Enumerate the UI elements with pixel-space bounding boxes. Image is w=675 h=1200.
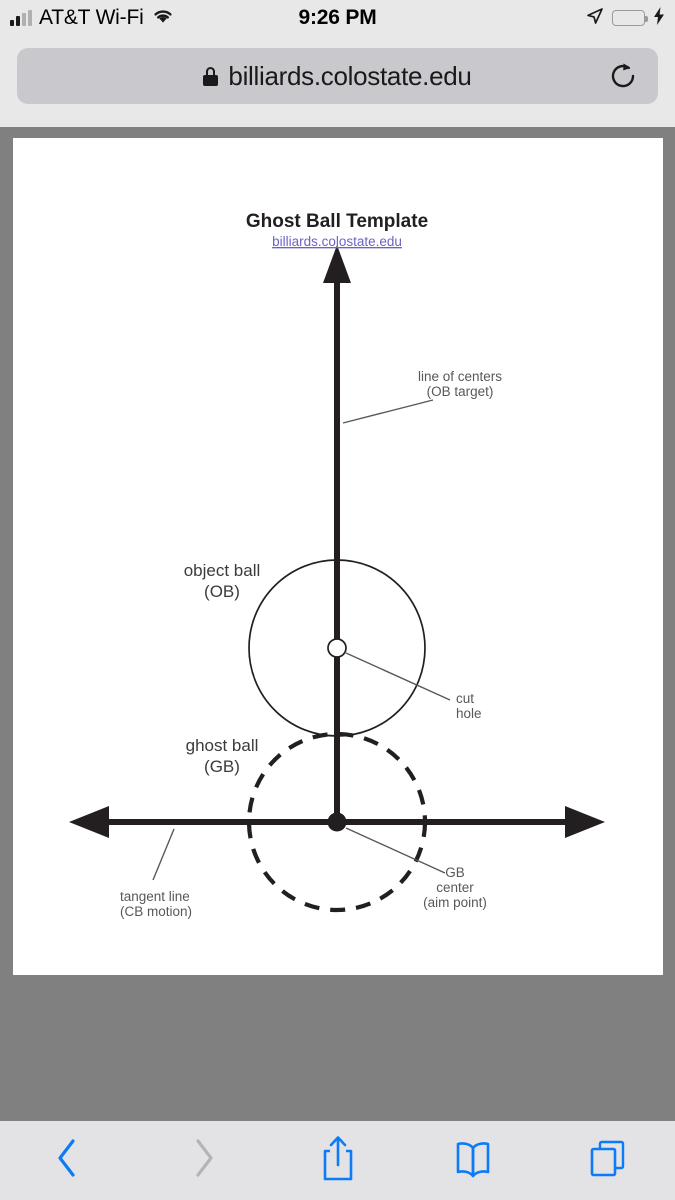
back-button[interactable] (0, 1121, 135, 1200)
web-page-viewport[interactable]: Ghost Ball Template billiards.colostate.… (0, 127, 675, 1121)
label-gb-center: GB center (aim point) (423, 865, 487, 910)
document-page: Ghost Ball Template billiards.colostate.… (13, 138, 663, 975)
label-line-of-centers-row1: line of centers (418, 369, 502, 384)
object-ball-circle (248, 559, 426, 737)
gb-center-dot (327, 812, 347, 832)
label-tangent-line: tangent line (CB motion) (120, 889, 192, 919)
label-tangent-line-row1: tangent line (120, 889, 190, 904)
label-line-of-centers: line of centers (OB target) (418, 369, 502, 399)
diagram-source-link[interactable]: billiards.colostate.edu (272, 234, 402, 249)
leader-gb-center (345, 827, 446, 874)
status-bar-center: 9:26 PM (0, 0, 675, 36)
label-ghost-ball-row2: (GB) (204, 757, 240, 776)
lock-icon (203, 66, 219, 86)
label-tangent-line-row2: (CB motion) (120, 904, 192, 919)
label-cut-hole: cut hole (456, 691, 482, 721)
chevron-left-icon (53, 1136, 83, 1185)
label-line-of-centers-row2: (OB target) (427, 384, 494, 399)
cellular-signal-icon (10, 10, 32, 26)
reload-icon[interactable] (608, 61, 638, 91)
label-ghost-ball-row1: ghost ball (186, 736, 259, 755)
url-label: billiards.colostate.edu (228, 60, 472, 91)
label-ghost-ball: ghost ball (GB) (186, 736, 259, 776)
leader-tangent-line (152, 828, 175, 881)
label-object-ball: object ball (OB) (184, 561, 261, 601)
cut-hole-circle (327, 638, 347, 658)
clock-label: 9:26 PM (298, 6, 377, 29)
browser-toolbar (0, 1121, 675, 1200)
address-bar-content: billiards.colostate.edu (203, 60, 472, 92)
wifi-icon (151, 7, 175, 30)
label-object-ball-row1: object ball (184, 561, 261, 580)
forward-button[interactable] (135, 1121, 270, 1200)
status-bar-left: AT&T Wi-Fi (10, 0, 175, 36)
address-bar[interactable]: billiards.colostate.edu (17, 48, 658, 104)
battery-icon (612, 10, 648, 26)
label-gb-center-row2: center (436, 880, 474, 895)
ghost-ball-circle (246, 731, 428, 913)
book-icon (451, 1136, 495, 1185)
label-gb-center-row1: GB (445, 865, 465, 880)
ghost-ball-diagram: Ghost Ball Template billiards.colostate.… (69, 211, 605, 919)
share-icon (319, 1133, 357, 1188)
label-cut-hole-row2: hole (456, 706, 482, 721)
browser-chrome: billiards.colostate.edu (0, 36, 675, 127)
label-cut-hole-row1: cut (456, 691, 474, 706)
tabs-icon (586, 1136, 630, 1185)
diagram-title: Ghost Ball Template (246, 211, 428, 232)
carrier-label: AT&T Wi-Fi (39, 6, 144, 29)
leader-cut-hole (345, 652, 451, 701)
share-button[interactable] (270, 1121, 405, 1200)
bookmarks-button[interactable] (405, 1121, 540, 1200)
lightning-bolt-icon (653, 6, 665, 30)
tabs-button[interactable] (540, 1121, 675, 1200)
label-object-ball-row2: (OB) (204, 582, 240, 601)
label-gb-center-row3: (aim point) (423, 895, 487, 910)
leader-line-of-centers (342, 399, 434, 424)
line-of-centers-arrow (323, 245, 351, 822)
location-arrow-icon (586, 7, 604, 30)
status-bar: AT&T Wi-Fi 9:26 PM (0, 0, 675, 36)
chevron-right-icon (188, 1136, 218, 1185)
status-bar-right (586, 0, 665, 36)
